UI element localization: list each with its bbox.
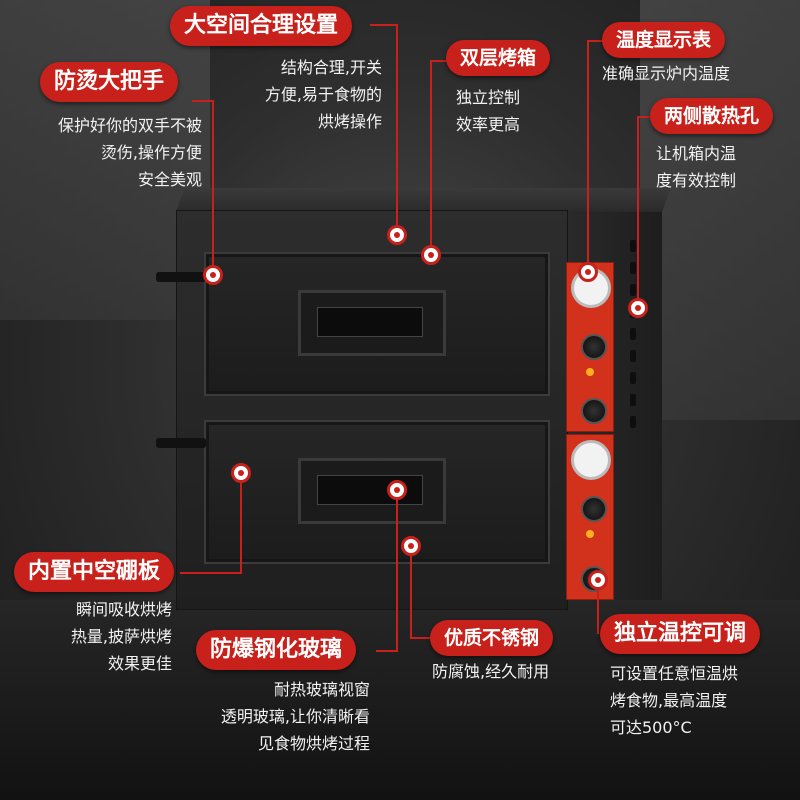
vent-slot xyxy=(630,262,636,274)
connector-line xyxy=(587,40,589,270)
upper-indicator-light xyxy=(586,368,594,376)
connector-line xyxy=(410,637,432,639)
connector-line xyxy=(240,474,242,572)
callout-desc-space: 结构合理,开关 方便,易于食物的 烘烤操作 xyxy=(264,58,382,131)
connector-line xyxy=(370,24,398,26)
vent-slot xyxy=(630,240,636,252)
callout-title-vents: 两侧散热孔 xyxy=(650,98,774,134)
callout-dot xyxy=(578,262,598,282)
callout-title-steel: 优质不锈钢 xyxy=(430,620,554,656)
lower-door-handle xyxy=(156,438,206,448)
lower-door xyxy=(204,420,550,564)
connector-line xyxy=(212,100,214,272)
connector-line xyxy=(396,490,398,650)
lower-thermometer-gauge xyxy=(571,440,611,480)
callout-title-thermo: 温度显示表 xyxy=(602,22,726,58)
callout-desc-double: 独立控制 效率更高 xyxy=(456,88,521,134)
background-window-right xyxy=(640,0,800,420)
connector-line xyxy=(180,572,242,574)
callout-dot xyxy=(401,536,421,556)
callout-title-space: 大空间合理设置 xyxy=(170,6,353,46)
connector-line xyxy=(192,100,214,102)
connector-line xyxy=(637,116,639,306)
lower-temperature-knob xyxy=(581,496,607,522)
callout-dot xyxy=(588,570,608,590)
callout-dot xyxy=(628,298,648,318)
callout-title-glass: 防爆钢化玻璃 xyxy=(196,630,357,670)
vent-slot xyxy=(630,328,636,340)
callout-title-hollow: 内置中空硼板 xyxy=(14,552,175,592)
callout-title-double: 双层烤箱 xyxy=(446,40,551,76)
connector-line xyxy=(637,116,655,118)
vent-slot xyxy=(630,416,636,428)
callout-desc-hollow: 瞬间吸收烘烤 热量,披萨烘烤 效果更佳 xyxy=(70,600,172,673)
callout-desc-control: 可设置任意恒温烘 烤食物,最高温度 可达500°C xyxy=(610,664,739,737)
oven-top xyxy=(176,188,671,212)
callout-dot xyxy=(387,480,407,500)
background-window-left xyxy=(0,0,210,320)
connector-line xyxy=(376,650,398,652)
callout-dot xyxy=(231,463,251,483)
connector-line xyxy=(430,60,432,254)
connector-line xyxy=(587,40,607,42)
lower-indicator-light xyxy=(586,530,594,538)
callout-dot xyxy=(203,265,223,285)
callout-desc-steel: 防腐蚀,经久耐用 xyxy=(432,662,550,681)
connector-line xyxy=(597,578,599,634)
callout-dot xyxy=(421,245,441,265)
callout-desc-glass: 耐热玻璃视窗 透明玻璃,让你清晰看 见食物烘烤过程 xyxy=(220,680,370,753)
callout-dot xyxy=(387,225,407,245)
lower-glass-window xyxy=(298,458,446,524)
connector-line xyxy=(396,24,398,234)
upper-glass-window xyxy=(298,290,446,356)
vent-slot xyxy=(630,284,636,296)
vent-slot xyxy=(630,372,636,384)
upper-timer-knob xyxy=(581,398,607,424)
callout-desc-vents: 让机箱内温 度有效控制 xyxy=(656,144,737,190)
vent-slot xyxy=(630,350,636,362)
callout-desc-thermo: 准确显示炉内温度 xyxy=(602,64,731,83)
callout-desc-handle: 保护好你的双手不被 烫伤,操作方便 安全美观 xyxy=(57,116,202,189)
connector-line xyxy=(410,545,412,637)
connector-line xyxy=(430,60,450,62)
upper-temperature-knob xyxy=(581,334,607,360)
vent-slot xyxy=(630,394,636,406)
callout-title-control: 独立温控可调 xyxy=(600,614,761,654)
upper-door-handle xyxy=(156,272,206,282)
callout-title-handle: 防烫大把手 xyxy=(40,62,179,102)
